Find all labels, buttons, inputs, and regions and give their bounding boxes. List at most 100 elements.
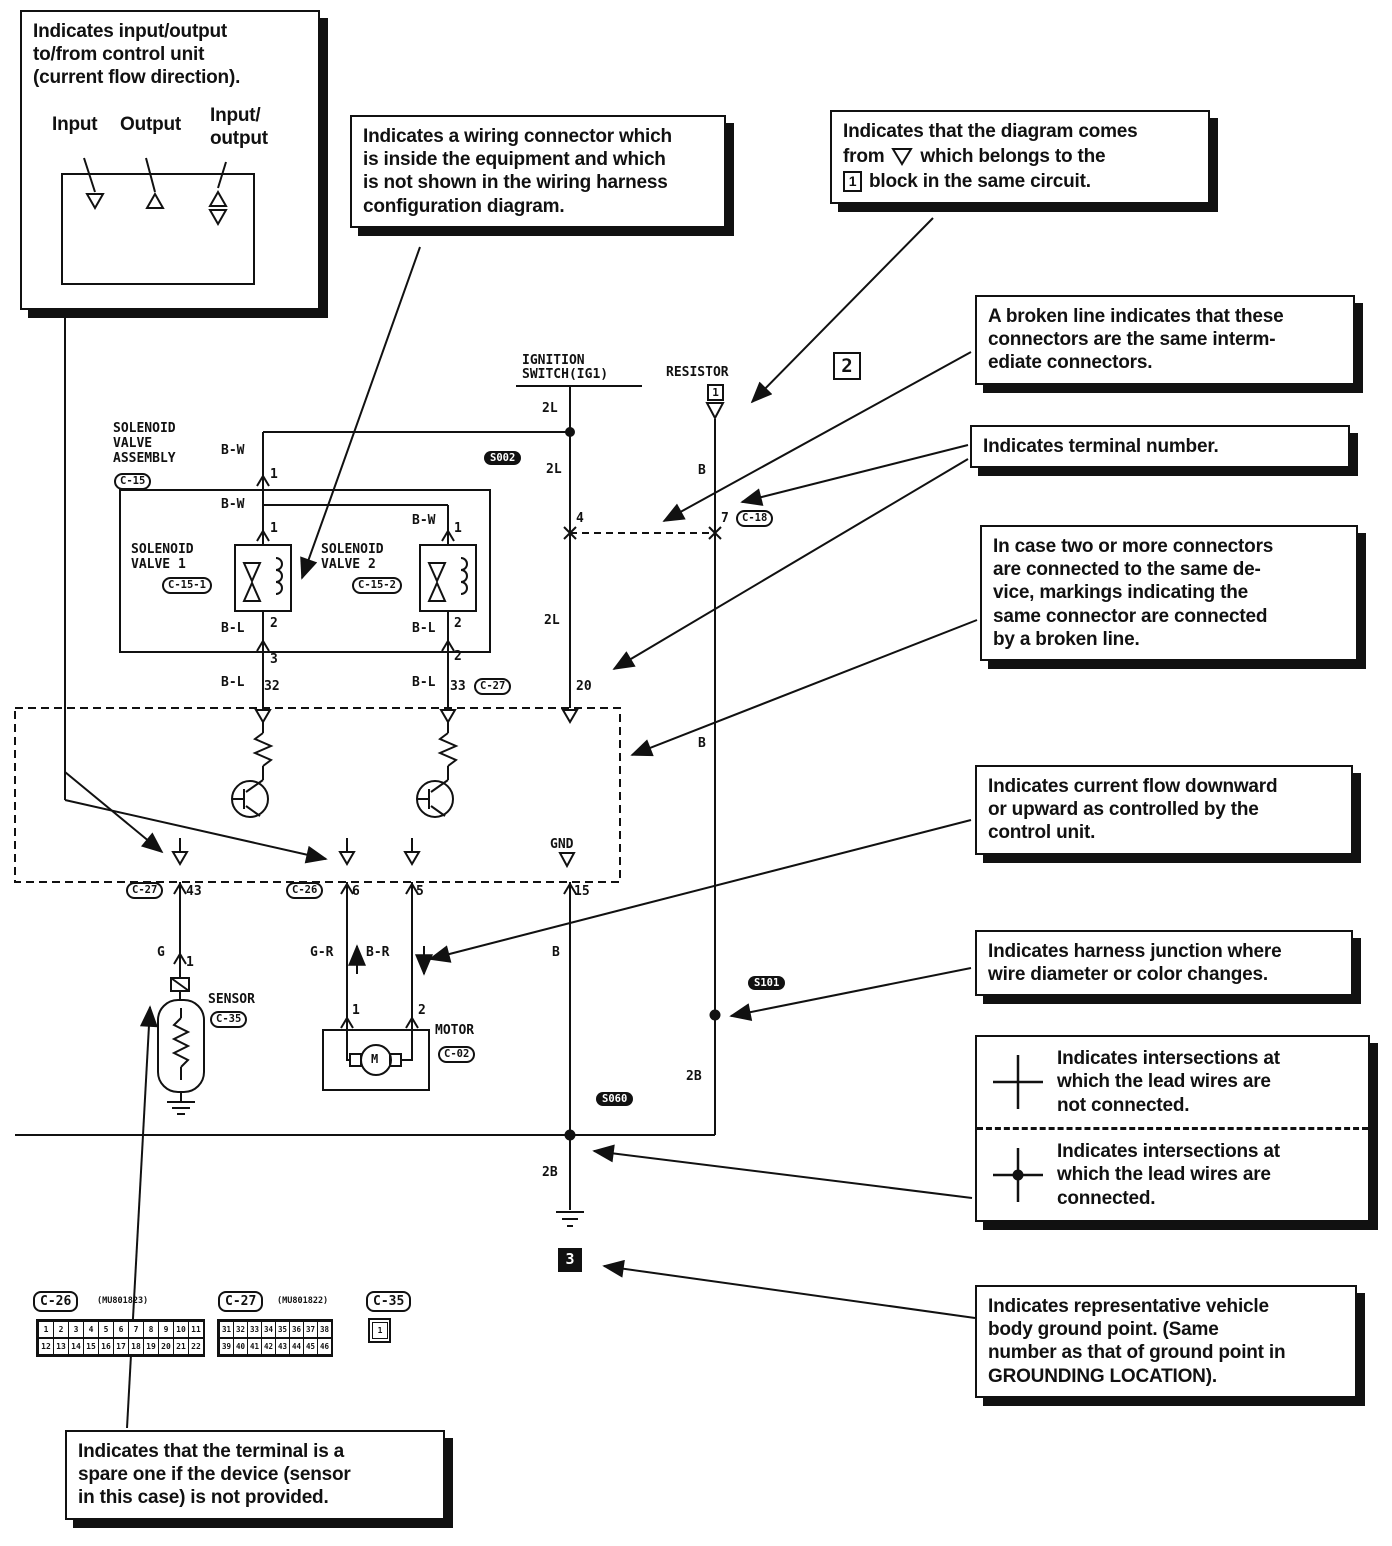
motor-m-symbol: M (371, 1052, 379, 1066)
pin-cell: 3 (68, 1321, 84, 1338)
pin-cell: 21 (173, 1338, 189, 1355)
intermediate-connector-triangle-icon (891, 148, 914, 167)
callout-current-flow: Indicates current flow downward or upwar… (975, 765, 1353, 855)
wire-label-b: B (698, 736, 706, 751)
callout-current-flow-text: Indicates current flow downward or upwar… (988, 776, 1278, 844)
pin-cell: 6 (113, 1321, 129, 1338)
connector-ref-c15-2: C-15-2 (352, 577, 402, 594)
terminal-number-2: 2 (418, 1003, 426, 1018)
callout-same-device-text: In case two or more connectors are conne… (993, 536, 1274, 650)
callout-ground-point-text: Indicates representative vehicle body gr… (988, 1296, 1286, 1387)
callout-spare-terminal: Indicates that the terminal is a spare o… (65, 1430, 445, 1520)
pin-cell: 18 (128, 1338, 144, 1355)
callout-diagram-from-line1: Indicates that the diagram comes (843, 121, 1138, 142)
connector-ref-c15: C-15 (114, 473, 152, 490)
block-number-box: 1 (843, 171, 862, 193)
pin-cell: 8 (143, 1321, 159, 1338)
connector-label-c26: C-26 (33, 1291, 79, 1312)
solenoid-assembly-label: SOLENOID VALVE ASSEMBLY (113, 421, 176, 466)
callout-broken-line-text: A broken line indicates that these conne… (988, 306, 1284, 374)
callout-io: Indicates input/output to/from control u… (20, 10, 320, 310)
pin-cell: 4 (83, 1321, 99, 1338)
pin-cell: 38 (317, 1321, 332, 1338)
pin-cell: 43 (275, 1338, 290, 1355)
intersection-not-connected-row: Indicates intersections at which the lea… (977, 1037, 1368, 1127)
wire-label-bw: B-W (412, 513, 436, 528)
pin-cell: 22 (188, 1338, 204, 1355)
wire-label-bl: B-L (412, 621, 436, 636)
callout-diagram-from: Indicates that the diagram comes from wh… (830, 110, 1210, 204)
callout-terminal-number: Indicates terminal number. (970, 425, 1350, 469)
callout-harness-junction-text: Indicates harness junction where wire di… (988, 941, 1282, 986)
callout-io-text: Indicates input/output to/from control u… (33, 21, 241, 89)
pin-cell: 37 (303, 1321, 318, 1338)
terminal-number-1: 1 (186, 955, 194, 970)
pin-cell: 14 (68, 1338, 84, 1355)
wire-label-bw: B-W (221, 497, 245, 512)
connector-ref-c02: C-02 (438, 1046, 476, 1063)
terminal-number-5: 5 (416, 884, 424, 899)
crossing-not-connected-icon (993, 1055, 1043, 1109)
pin-cell: 7 (128, 1321, 144, 1338)
wire-label-br: B-R (366, 945, 390, 960)
terminal-number-15: 15 (574, 884, 590, 899)
pin-cell: 41 (247, 1338, 262, 1355)
pin-cell: 34 (261, 1321, 276, 1338)
input-label: Input (52, 114, 98, 135)
splice-s002: S002 (484, 451, 522, 465)
pin-cell: 9 (158, 1321, 174, 1338)
intersection-connected-row: Indicates intersections at which the lea… (977, 1127, 1368, 1220)
terminal-number-2: 2 (454, 616, 462, 631)
terminal-number-33: 33 (450, 679, 466, 694)
solenoid-valve-2-label: SOLENOID VALVE 2 (321, 542, 384, 572)
pin-cell: 35 (275, 1321, 290, 1338)
terminal-number-43: 43 (186, 884, 202, 899)
wire-label-gr: G-R (310, 945, 334, 960)
connector-ref-c27: C-27 (126, 882, 164, 899)
terminal-number-7: 7 (721, 511, 729, 526)
terminal-number-4: 4 (576, 511, 584, 526)
wire-label-b: B (552, 945, 560, 960)
terminal-number-1: 1 (270, 467, 278, 482)
pin-cell: 12 (38, 1338, 54, 1355)
pin-cell: 1 (38, 1321, 54, 1338)
wire-label-bl: B-L (221, 675, 245, 690)
callout-connector-inside: Indicates a wiring connector which is in… (350, 115, 726, 228)
motor-label: MOTOR (435, 1023, 475, 1038)
terminal-number-1: 1 (352, 1003, 360, 1018)
connector-ref-c27: C-27 (474, 678, 512, 695)
callout-terminal-number-text: Indicates terminal number. (983, 436, 1219, 457)
pin-cell: 20 (158, 1338, 174, 1355)
connector-pinout-c35: 1 (368, 1318, 391, 1343)
wire-label-2b: 2B (542, 1165, 558, 1180)
wire-label-bl: B-L (412, 675, 436, 690)
wire-label-2l: 2L (546, 462, 562, 477)
pin-cell: 19 (143, 1338, 159, 1355)
pin-cell: 45 (303, 1338, 318, 1355)
input-output-label: Input/ output (210, 105, 268, 150)
wire-label-2l: 2L (542, 401, 558, 416)
wire-label-bw: B-W (221, 443, 245, 458)
pin-cell: 39 (219, 1338, 234, 1355)
callout-diagram-from-line2: which belongs to the (920, 146, 1106, 168)
connector-part-c27: (MU801822) (277, 1296, 329, 1306)
pin-cell: 13 (53, 1338, 69, 1355)
ignition-switch-label-line1: IGNITION (522, 353, 585, 368)
pin-cell: 1 (372, 1322, 388, 1339)
pin-cell: 16 (98, 1338, 114, 1355)
ground-point-3: 3 (558, 1248, 582, 1272)
terminal-number-20: 20 (576, 679, 592, 694)
terminal-number-32: 32 (264, 679, 280, 694)
terminal-number-3: 3 (270, 652, 278, 667)
callout-harness-junction: Indicates harness junction where wire di… (975, 930, 1353, 997)
wire-label-2l: 2L (544, 613, 560, 628)
solenoid-valve-1-label: SOLENOID VALVE 1 (131, 542, 194, 572)
